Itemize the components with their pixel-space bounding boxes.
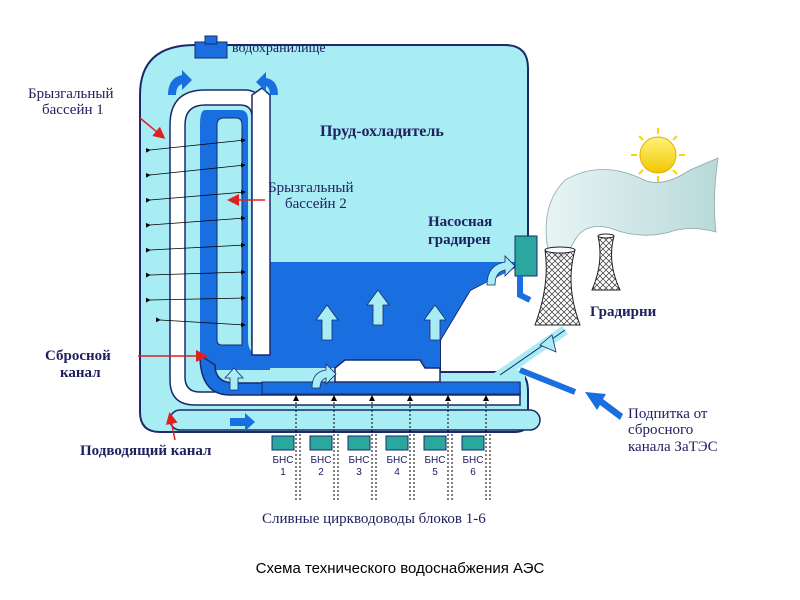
sun-icon (631, 128, 685, 182)
flow-arrows (168, 70, 623, 431)
cooling-tower-small-icon (591, 233, 621, 291)
label-discharge-line2: канал (60, 365, 101, 381)
label-cooling-pond: Пруд-охладитель (320, 123, 444, 140)
pump-station-6 (461, 435, 485, 451)
pump-station-name-6: БНС (462, 455, 483, 466)
label-reservoir: водохранилище (232, 41, 326, 56)
label-cooling-towers: Градирни (590, 304, 657, 320)
pump-tower-station (514, 235, 538, 277)
return-arrow-head (539, 334, 557, 353)
label-spray-pool-1-line2: бассейн 1 (42, 102, 104, 118)
pump-station-number-5: 5 (432, 467, 438, 478)
pump-station-1 (271, 435, 295, 451)
label-spray-pool-2-line2: бассейн 2 (285, 196, 347, 212)
flow-arrow-makeup (585, 392, 623, 420)
flow-arrow-top-left (168, 70, 192, 95)
pump-station-number-4: 4 (394, 467, 400, 478)
collector-channel (261, 381, 521, 395)
pond-partition (251, 87, 271, 356)
pump-station-2 (309, 435, 333, 451)
label-supply-channel: Подводящий канал (80, 443, 212, 459)
pump-station-name-4: БНС (386, 455, 407, 466)
spray-arrows-pool-1 (145, 138, 246, 328)
pump-station-5 (423, 435, 447, 451)
label-spray-pool-1-line1: Брызгальный (28, 86, 114, 102)
pump-station-number-3: 3 (356, 467, 362, 478)
pump-station-number-1: 1 (280, 467, 286, 478)
drain-pipes (293, 395, 491, 500)
pump-station-name-5: БНС (424, 455, 445, 466)
flow-arrow-to-pump (486, 255, 516, 286)
flow-arrow-supply (230, 413, 255, 431)
tower-return-pipe-outline (499, 329, 566, 376)
spray-pool-2 (216, 117, 243, 346)
supply-channel (169, 409, 541, 431)
label-spray-pool-2-line1: Брызгальный (268, 180, 354, 196)
label-drain-pipes: Сливные цирквод­оводы блоков 1-6 (262, 511, 486, 527)
pump-pipe (517, 276, 532, 303)
cooling-tower-large-icon (534, 246, 581, 326)
cooling-pond-dark-water (258, 262, 528, 368)
makeup-pipe (518, 367, 577, 395)
label-arrows (138, 117, 265, 441)
pump-station-4 (385, 435, 409, 451)
flow-arrow-turn-2 (311, 363, 337, 389)
pump-station-name-2: БНС (310, 455, 331, 466)
label-makeup-line2: сбросного (628, 422, 693, 438)
label-pump-tower-line1: Насосная (428, 214, 492, 230)
pump-station-name-3: БНС (348, 455, 369, 466)
label-makeup-line1: Подпитка от (628, 406, 708, 422)
reservoir-intake-top (204, 35, 218, 45)
figure-caption: Схема технического водоснабжения АЭС (255, 560, 545, 577)
flow-arrow-top-right (256, 72, 278, 95)
label-pump-tower-line2: градирен (428, 232, 491, 248)
pump-station-number-2: 2 (318, 467, 324, 478)
flow-arrow-up-2 (366, 289, 390, 326)
pump-station-3 (347, 435, 371, 451)
pump-station-number-6: 6 (470, 467, 476, 478)
flow-arrow-turn-1 (224, 367, 244, 391)
flow-arrow-up-1 (315, 304, 339, 341)
steam-plume-icon (545, 157, 719, 259)
flow-arrow-up-3 (423, 304, 447, 341)
label-makeup-line3: канала ЗаТЭС (628, 439, 718, 455)
pump-station-name-1: БНС (272, 455, 293, 466)
label-discharge-line1: Сбросной (45, 348, 111, 364)
weir (334, 359, 441, 383)
